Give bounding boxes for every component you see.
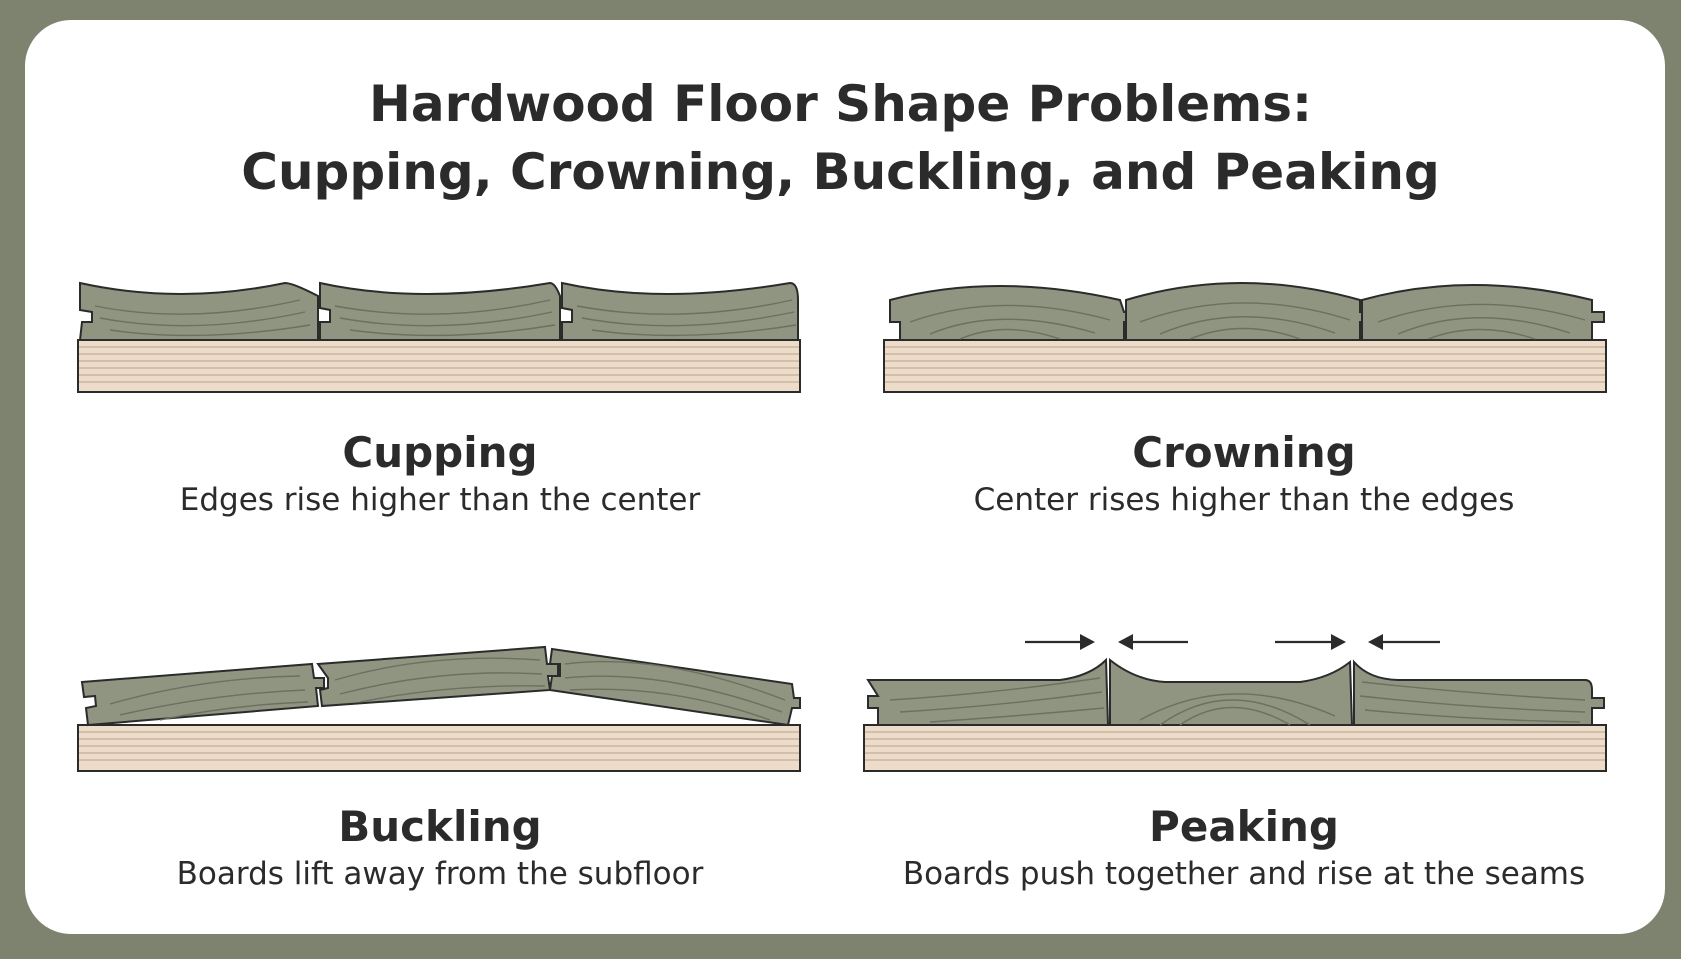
diagram-card [25, 20, 1665, 934]
peaking-description: Boards push together and rise at the sea… [902, 856, 1586, 892]
crowning-board [1125, 282, 1371, 341]
cupping-illustration [77, 281, 801, 393]
arrow-right-icon [1025, 634, 1095, 650]
page-title: Hardwood Floor Shape Problems: Cupping, … [0, 70, 1681, 206]
cupping-subfloor [77, 339, 801, 393]
peaking-title: Peaking [1149, 802, 1339, 851]
buckling-board [316, 645, 559, 708]
crowning-title: Crowning [1132, 428, 1356, 477]
crowning-board [1361, 284, 1605, 341]
crowning-description: Center rises higher than the edges [973, 482, 1515, 518]
peaking-board [1353, 659, 1605, 726]
buckling-board [80, 662, 325, 727]
cupping-board [78, 281, 319, 341]
crowning-illustration [883, 282, 1607, 393]
cupping-title: Cupping [342, 428, 538, 477]
title-line-1: Hardwood Floor Shape Problems: [369, 75, 1312, 133]
buckling-subfloor [77, 724, 801, 772]
arrow-right-icon [1275, 634, 1346, 650]
peaking-subfloor [863, 724, 1607, 772]
buckling-title: Buckling [338, 802, 542, 851]
buckling-illustration [77, 645, 801, 772]
buckling-description: Boards lift away from the subfloor [176, 856, 704, 892]
crowning-board [889, 285, 1135, 341]
arrow-left-icon [1368, 634, 1440, 650]
arrow-left-icon [1118, 634, 1188, 650]
cupping-board [561, 281, 799, 341]
buckling-board [548, 647, 801, 727]
peaking-board [1109, 657, 1354, 726]
title-line-2: Cupping, Crowning, Buckling, and Peaking [241, 143, 1440, 201]
peaking-board [866, 657, 1110, 726]
cupping-board [319, 281, 561, 341]
peaking-illustration [863, 634, 1607, 772]
crowning-subfloor [883, 339, 1607, 393]
cupping-description: Edges rise higher than the center [179, 482, 701, 518]
